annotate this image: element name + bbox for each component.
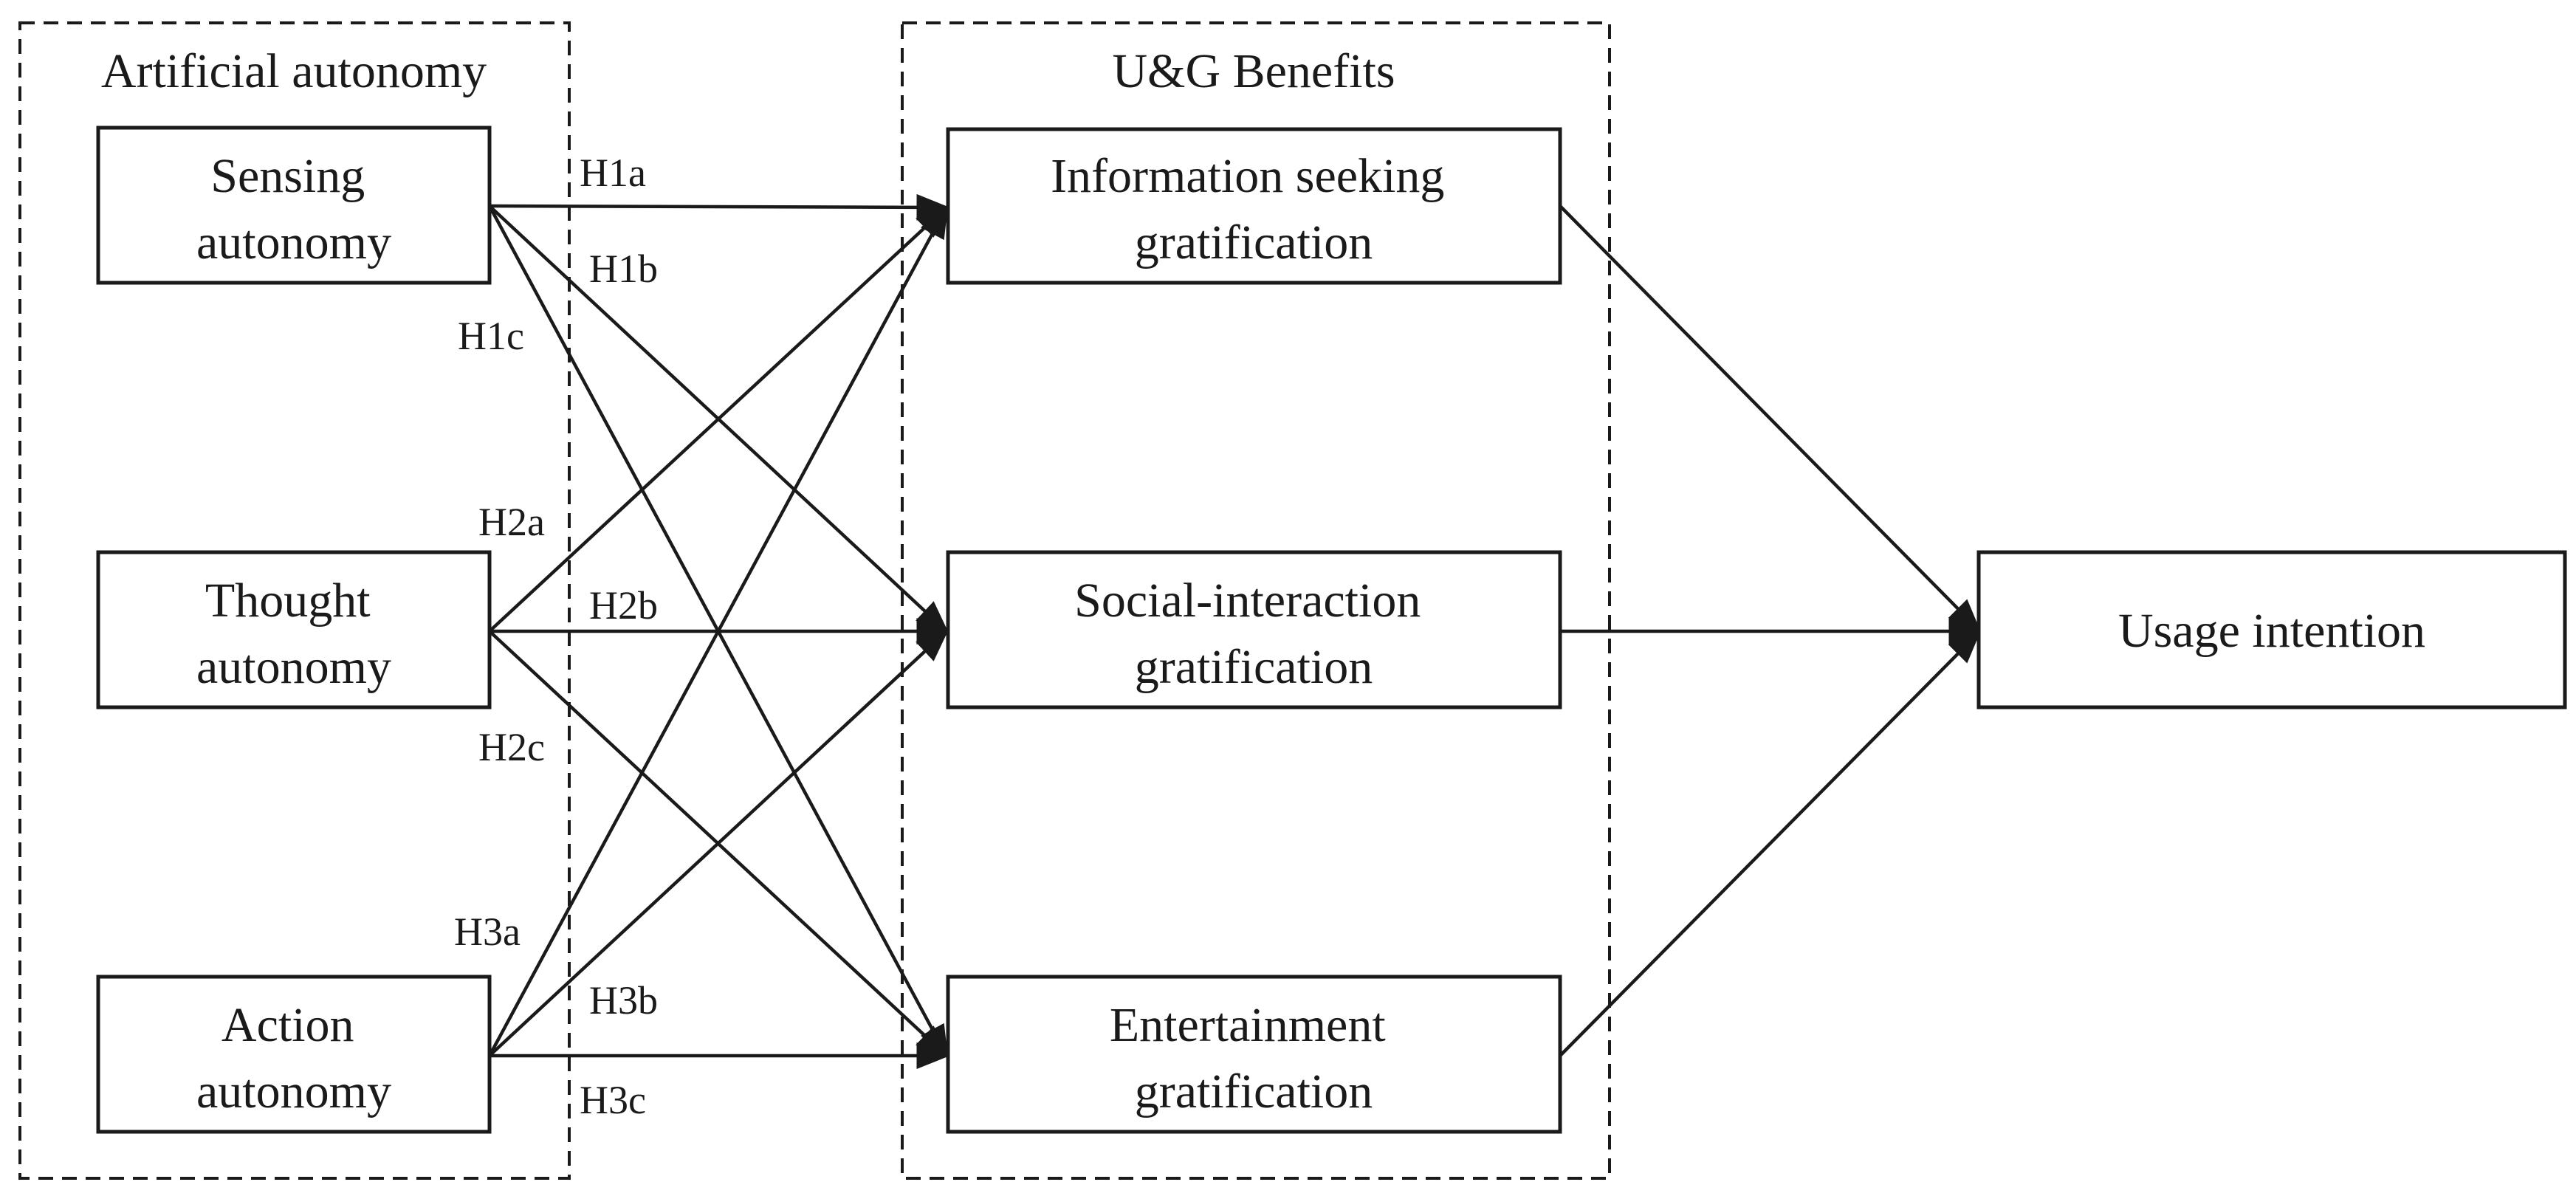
- usage-intention-label: Usage intention: [2118, 604, 2425, 658]
- artificial-autonomy-group: [18, 21, 571, 1180]
- hypothesis-label-h1c: H1c: [458, 314, 524, 358]
- artificial-autonomy-group-title: Artificial autonomy: [101, 44, 487, 98]
- path-h3a: [488, 205, 949, 1057]
- entertainment-label: Entertainment gratification: [1110, 998, 1398, 1118]
- path-information-to-usage: [1559, 205, 1982, 633]
- hypothesis-label-h2a: H2a: [478, 500, 545, 544]
- information-seeking-box: [946, 127, 1562, 285]
- hypothesis-label-h1b: H1b: [589, 247, 658, 291]
- information-seeking-label: Information seeking gratification: [1051, 149, 1457, 269]
- action-autonomy-box: [96, 975, 492, 1134]
- path-h1a: [489, 193, 950, 221]
- path-h3b: [488, 628, 949, 1057]
- thought-autonomy-label: Thought autonomy: [196, 574, 391, 694]
- path-h2a: [488, 205, 949, 633]
- ug-benefits-group-title: U&G Benefits: [1112, 44, 1395, 98]
- entertainment-box: [946, 975, 1562, 1134]
- action-autonomy-label: Action autonomy: [196, 998, 391, 1118]
- path-entertainment-to-usage: [1559, 630, 1982, 1057]
- thought-autonomy-box: [96, 550, 492, 709]
- hypothesis-label-h1a: H1a: [580, 151, 646, 195]
- hypothesis-label-h3b: H3b: [589, 978, 658, 1023]
- sensing-autonomy-box: [96, 126, 492, 285]
- hypothesis-label-h3c: H3c: [580, 1078, 646, 1122]
- hypothesis-label-h2b: H2b: [589, 583, 658, 628]
- hypothesis-label-h2c: H2c: [478, 725, 545, 769]
- social-interaction-label: Social-interaction gratification: [1074, 574, 1433, 694]
- sensing-autonomy-label: Sensing autonomy: [196, 149, 391, 269]
- ug-benefits-group: [901, 21, 1611, 1180]
- hypothesis-label-h3a: H3a: [454, 910, 521, 954]
- usage-intention-box: [1976, 550, 2567, 709]
- social-interaction-box: [946, 550, 1562, 709]
